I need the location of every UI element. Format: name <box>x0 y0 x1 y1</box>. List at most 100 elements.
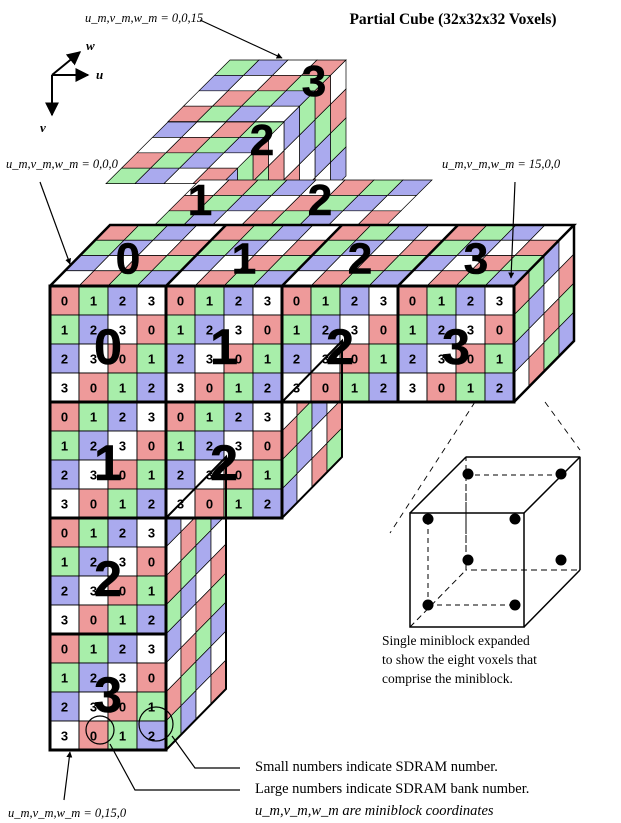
note-large-numbers: Large numbers indicate SDRAM bank number… <box>255 781 529 797</box>
sdram-number: 3 <box>496 294 503 309</box>
miniblock-caption-line-2: to show the eight voxels that <box>382 652 537 667</box>
bank-number-front-row: 1 <box>210 319 238 375</box>
axis-label-u: u <box>96 67 103 82</box>
sdram-number: 0 <box>148 323 155 338</box>
sdram-number: 2 <box>119 642 126 657</box>
sdram-number: 1 <box>90 526 97 541</box>
sdram-number: 1 <box>90 642 97 657</box>
bank-number-top-face: 0 <box>116 235 140 284</box>
sdram-number: 1 <box>61 323 68 338</box>
sdram-number: 0 <box>90 613 97 628</box>
bank-number-upper-stack: 3 <box>302 57 326 106</box>
sdram-number: 2 <box>61 700 68 715</box>
miniblock-expanded: Single miniblock expanded to show the ei… <box>382 402 580 686</box>
sdram-number: 2 <box>264 381 271 396</box>
sdram-number: 3 <box>264 410 271 425</box>
sdram-number: 2 <box>119 294 126 309</box>
sdram-number: 2 <box>409 352 416 367</box>
sdram-number: 1 <box>119 497 126 512</box>
sdram-number: 2 <box>177 352 184 367</box>
coordinate-label-bottom-text: u_m,v_m,w_m = 0,15,0 <box>8 806 127 820</box>
coordinate-label-bottom: u_m,v_m,w_m = 0,15,0 <box>8 752 127 820</box>
sdram-number: 2 <box>119 410 126 425</box>
sdram-number: 0 <box>61 294 68 309</box>
sdram-number: 2 <box>293 352 300 367</box>
bank-number-front-column: 2 <box>94 551 122 607</box>
sdram-number: 0 <box>148 555 155 570</box>
sdram-number: 1 <box>409 323 416 338</box>
sdram-number: 1 <box>61 439 68 454</box>
sdram-number: 0 <box>380 323 387 338</box>
sdram-number: 2 <box>496 381 503 396</box>
sdram-number: 0 <box>177 294 184 309</box>
bank-number-front-row: 0 <box>94 319 122 375</box>
voxel-dot <box>463 555 474 566</box>
sdram-number: 3 <box>148 642 155 657</box>
bank-number-upper-stack: 1 <box>188 176 212 225</box>
axis-indicator: w u v <box>40 38 103 135</box>
axis-label-w: w <box>86 38 95 53</box>
sdram-number: 1 <box>351 381 358 396</box>
note-coordinates: u_m,v_m,w_m are miniblock coordinates <box>255 803 494 819</box>
sdram-number: 2 <box>467 294 474 309</box>
bank-number-top-face: 3 <box>464 235 488 284</box>
coordinate-label-top: u_m,v_m,w_m = 0,0,15 <box>85 11 282 58</box>
sdram-number: 1 <box>61 671 68 686</box>
sdram-number: 0 <box>61 526 68 541</box>
sdram-number: 1 <box>177 439 184 454</box>
sdram-number: 1 <box>235 381 242 396</box>
miniblock-caption: Single miniblock expanded to show the ei… <box>382 633 540 686</box>
sdram-number: 1 <box>148 352 155 367</box>
sdram-number: 1 <box>235 497 242 512</box>
sdram-number: 1 <box>90 294 97 309</box>
voxel-dot <box>463 469 474 480</box>
sdram-number: 1 <box>322 294 329 309</box>
bank-number-top-face: 2 <box>348 235 372 284</box>
sdram-number: 0 <box>264 439 271 454</box>
diagram-title: Partial Cube (32x32x32 Voxels) <box>349 11 556 28</box>
sdram-number: 1 <box>148 584 155 599</box>
sdram-number: 1 <box>380 352 387 367</box>
sdram-number: 3 <box>409 381 416 396</box>
sdram-number: 3 <box>148 526 155 541</box>
sdram-number: 2 <box>351 294 358 309</box>
miniblock-caption-line-3: comprise the miniblock. <box>382 671 513 686</box>
miniblock-caption-line-1: Single miniblock expanded <box>382 633 530 648</box>
sdram-number: 1 <box>496 352 503 367</box>
sdram-number: 1 <box>119 613 126 628</box>
sdram-number: 0 <box>90 497 97 512</box>
sdram-number: 0 <box>409 294 416 309</box>
sdram-number: 2 <box>177 468 184 483</box>
sdram-number: 3 <box>61 381 68 396</box>
sdram-number: 3 <box>61 729 68 744</box>
sdram-number: 0 <box>90 381 97 396</box>
sdram-number: 0 <box>148 671 155 686</box>
voxel-dot <box>423 514 434 525</box>
sdram-number: 1 <box>467 381 474 396</box>
sdram-number: 0 <box>264 323 271 338</box>
sdram-number: 1 <box>61 555 68 570</box>
sdram-number: 2 <box>148 497 155 512</box>
sdram-number: 1 <box>177 323 184 338</box>
sdram-number: 1 <box>438 294 445 309</box>
sdram-number: 2 <box>61 352 68 367</box>
bank-number-front-column: 1 <box>94 435 122 491</box>
sdram-number: 1 <box>90 410 97 425</box>
bank-number-top-face: 1 <box>232 235 256 284</box>
sdram-number: 1 <box>264 352 271 367</box>
sdram-number: 0 <box>438 381 445 396</box>
sdram-number: 2 <box>61 584 68 599</box>
voxel-dot <box>556 555 567 566</box>
sdram-number: 2 <box>61 468 68 483</box>
sdram-number: 2 <box>235 294 242 309</box>
sdram-number: 2 <box>264 497 271 512</box>
note-small-numbers: Small numbers indicate SDRAM number. <box>255 759 498 775</box>
voxel-dot <box>556 469 567 480</box>
sdram-number: 1 <box>264 468 271 483</box>
sdram-number: 3 <box>177 381 184 396</box>
sdram-number: 1 <box>119 729 126 744</box>
bank-number-front-column: 3 <box>94 667 122 723</box>
sdram-number: 0 <box>177 410 184 425</box>
bank-number-front-row: 2 <box>326 319 354 375</box>
